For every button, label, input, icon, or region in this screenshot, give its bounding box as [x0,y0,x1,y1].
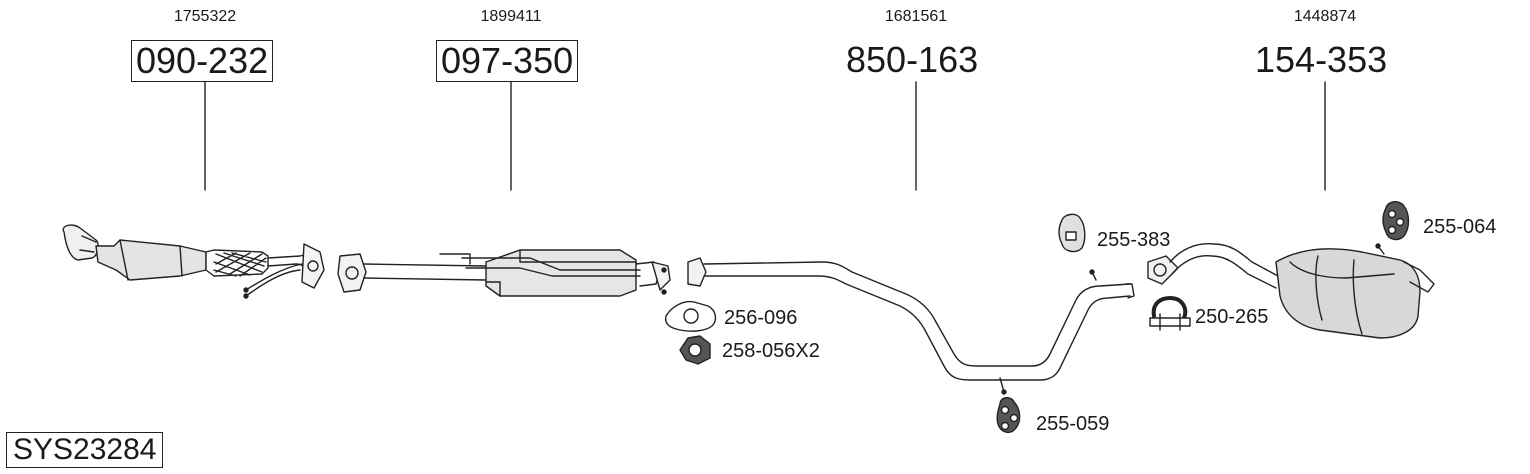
rubber-mount-symbol-255-064 [1382,201,1410,241]
intermediate-pipe-drawing [687,257,1135,395]
rubber-ring-symbol-255-383 [1058,213,1086,253]
oem-number-850-163: 1681561 [884,8,948,25]
front-pipe-catalyst-drawing [62,224,325,299]
part-code-850-163[interactable]: 850-163 [846,39,979,80]
system-code: SYS23284 [6,432,164,468]
oem-number-090-232: 1755322 [173,8,237,25]
oem-number-154-353: 1448874 [1293,8,1357,25]
rubber-mount-symbol-255-059 [996,397,1021,434]
part-code-097-350[interactable]: 097-350 [436,40,579,82]
part-code-090-232[interactable]: 090-232 [131,40,274,82]
nut-symbol-258-056X2 [679,335,711,365]
clamp-symbol-250-265 [1149,296,1191,331]
accessory-label-clamp[interactable]: 250-265 [1195,306,1269,328]
part-code-154-353[interactable]: 154-353 [1255,39,1388,80]
middle-pipe-resonator-drawing [337,249,671,297]
accessory-label-nut[interactable]: 258-056X2 [722,340,820,362]
rear-silencer-drawing [1147,243,1435,339]
accessory-label-gasket[interactable]: 256-096 [724,307,798,329]
accessory-label-mount-a[interactable]: 255-059 [1036,413,1110,435]
accessory-label-mount-b[interactable]: 255-383 [1097,229,1171,251]
gasket-symbol-256-096 [664,300,717,332]
accessory-label-mount-c[interactable]: 255-064 [1423,216,1497,238]
oem-number-097-350: 1899411 [480,8,542,25]
